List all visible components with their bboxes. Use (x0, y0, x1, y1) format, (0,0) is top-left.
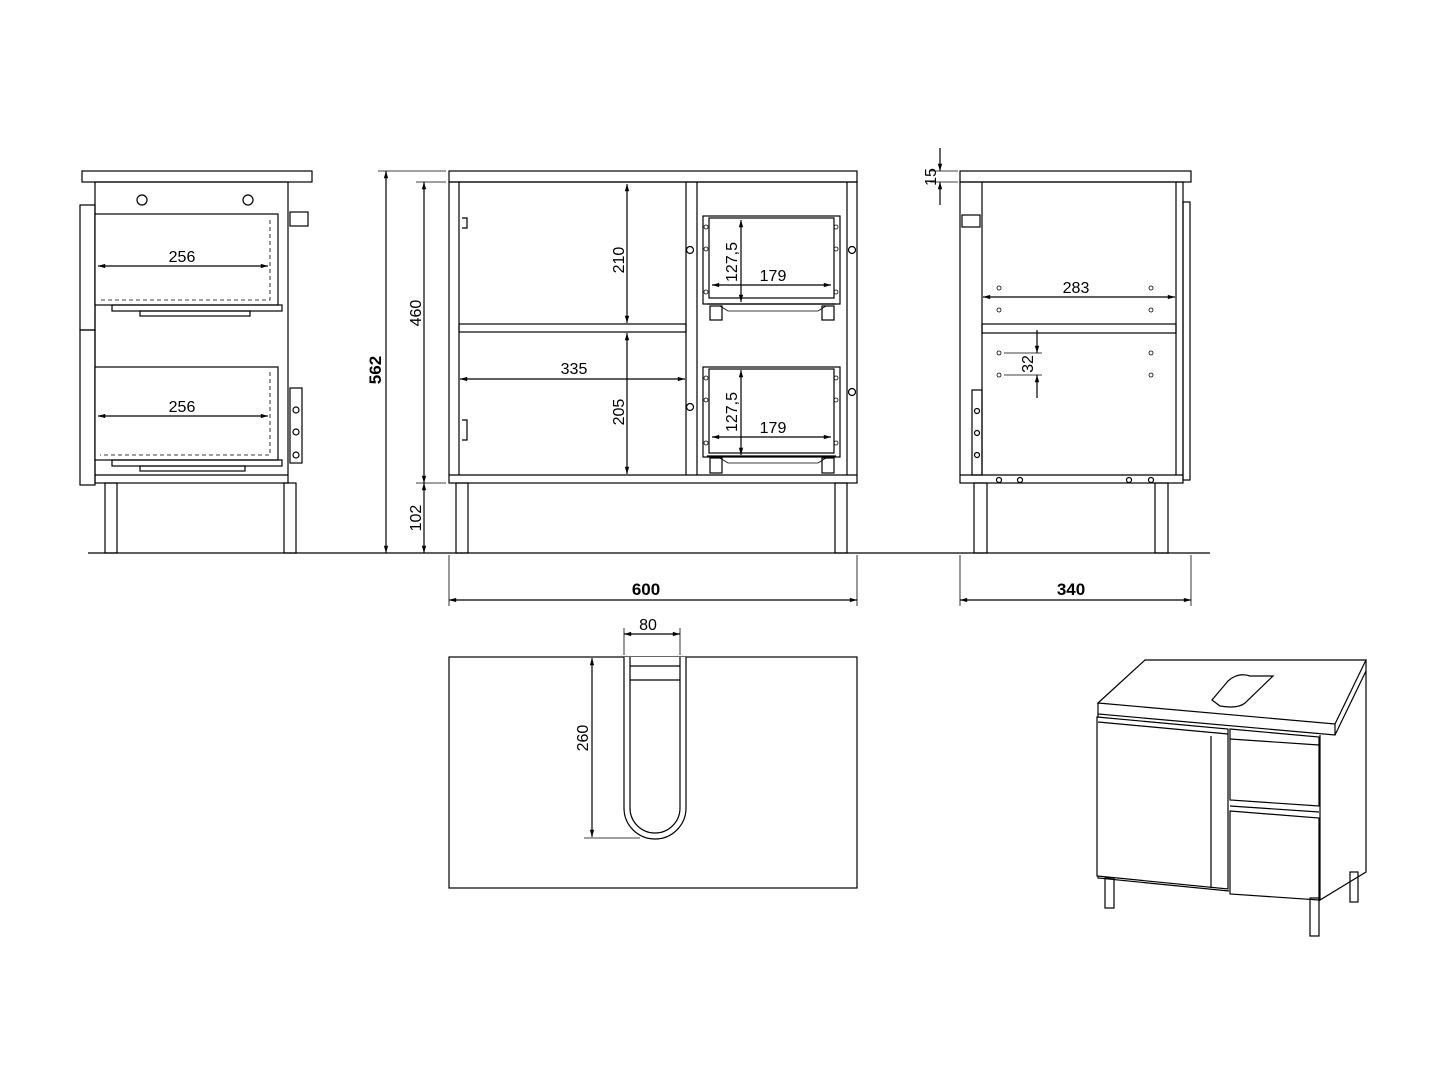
dim-compartment-width: 335 (561, 361, 588, 378)
dim-cutout-width: 80 (639, 617, 657, 634)
dim-drawer-bottom-height: 127,5 (724, 392, 741, 432)
front-height-dimensions: 562 460 102 (366, 170, 446, 553)
dim-drawer-top-height: 127,5 (724, 242, 741, 282)
front-view: 127,5 179 127,5 179 210 205 335 (448, 170, 858, 554)
dim-inner-depth: 283 (1063, 280, 1090, 297)
dim-lower-compartment: 205 (611, 399, 628, 426)
dim-drawer-top-depth: 256 (169, 249, 196, 266)
front-drawer-bottom: 127,5 179 (685, 366, 857, 474)
side-view-drawers-open: 256 256 (79, 170, 313, 554)
dim-top-thickness: 15 (923, 168, 940, 186)
dim-width: 600 (632, 580, 660, 599)
dim-total-height: 562 (366, 356, 385, 384)
dim-upper-compartment: 210 (611, 247, 628, 274)
side-view: 283 32 15 (923, 148, 1192, 554)
dim-drawer-bottom-depth: 256 (169, 399, 196, 416)
dim-leg-height: 102 (408, 505, 425, 532)
top-view: 80 260 (448, 617, 858, 889)
dim-drawer-top-width: 179 (760, 268, 787, 285)
dim-depth: 340 (1057, 580, 1085, 599)
dim-cutout-depth: 260 (575, 725, 592, 752)
isometric-view (1096, 659, 1367, 937)
dim-hole-spacing: 32 (1020, 355, 1037, 373)
dim-drawer-bottom-width: 179 (760, 420, 787, 437)
front-drawer-top: 127,5 179 (685, 215, 857, 321)
dim-body-height: 460 (408, 300, 425, 327)
